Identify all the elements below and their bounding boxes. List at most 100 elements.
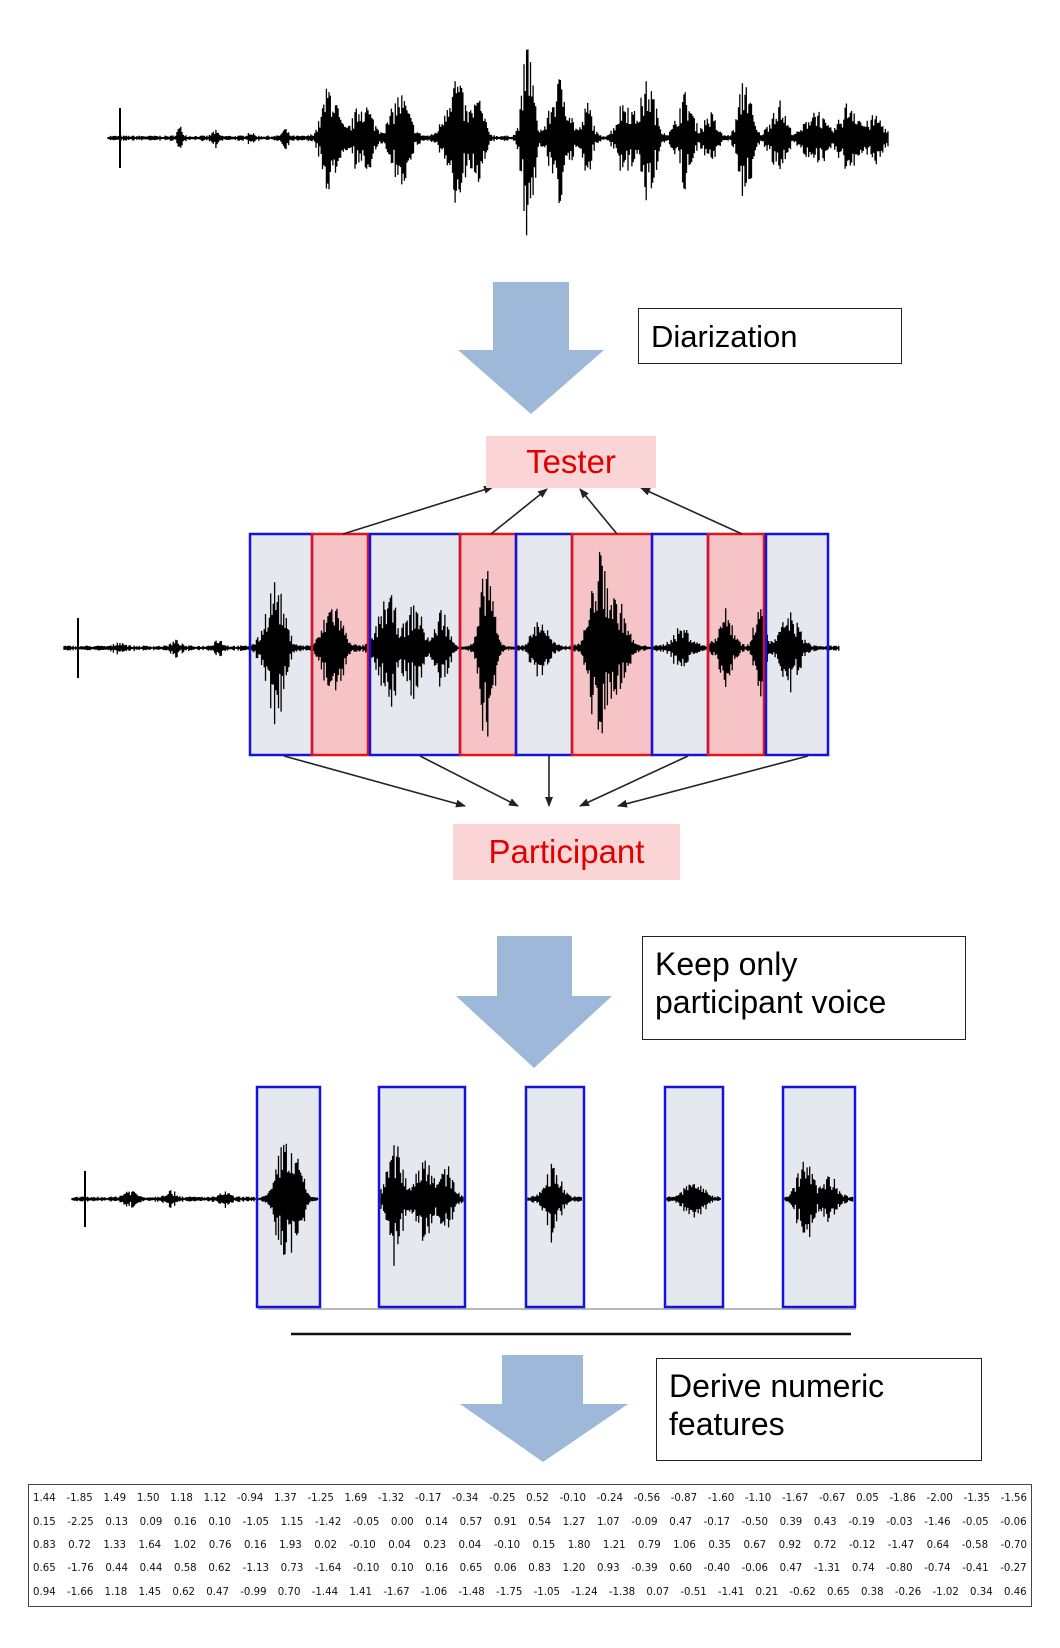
feature-value: 0.83	[528, 1563, 551, 1575]
diarization-label: Diarization	[638, 308, 902, 364]
feature-value: 1.93	[279, 1539, 302, 1551]
feature-value: -0.05	[962, 1516, 989, 1528]
feature-value: 1.49	[103, 1493, 127, 1505]
feature-value: 1.15	[280, 1516, 304, 1528]
participant-segment-border	[663, 1085, 725, 1309]
keep-participant-label: Keep only participant voice	[642, 936, 966, 1040]
participant-segment-borders	[255, 1085, 857, 1309]
feature-value: 0.54	[528, 1516, 551, 1528]
feature-value: -0.10	[559, 1493, 586, 1505]
feature-value: 0.58	[173, 1563, 197, 1575]
feature-value: -1.64	[314, 1563, 342, 1575]
feature-value: 0.04	[458, 1539, 482, 1551]
feature-value: -0.17	[414, 1493, 442, 1505]
feature-value: 0.65	[827, 1586, 850, 1598]
feature-value: 0.60	[669, 1563, 692, 1575]
feature-value: 0.15	[532, 1539, 556, 1551]
feature-value: -1.67	[383, 1586, 410, 1598]
feature-value: 0.79	[638, 1539, 661, 1551]
feature-value: 0.05	[856, 1493, 879, 1505]
feature-value: 1.18	[104, 1586, 128, 1598]
derive-line-2: features	[669, 1406, 785, 1443]
feature-value: -0.19	[848, 1516, 875, 1528]
feature-value: -1.66	[66, 1586, 94, 1598]
tester-segment-border	[706, 532, 766, 757]
feature-value: -1.48	[458, 1586, 485, 1598]
feature-value: 1.33	[103, 1539, 126, 1551]
feature-value: 0.62	[208, 1563, 231, 1575]
raw-audio-waveform	[107, 49, 889, 236]
feature-value: -1.02	[932, 1586, 959, 1598]
feature-value: 0.39	[779, 1516, 803, 1528]
feature-value: 0.10	[390, 1563, 414, 1575]
feature-value: -1.56	[1000, 1493, 1027, 1505]
feature-value: -0.67	[819, 1493, 846, 1505]
feature-value: -0.17	[703, 1516, 730, 1528]
feature-value: -0.87	[670, 1493, 698, 1505]
feature-value: -1.42	[314, 1516, 342, 1528]
participant-audio-waveform	[71, 1143, 854, 1266]
participant-arrows	[283, 755, 809, 808]
feature-value: -1.47	[887, 1539, 915, 1551]
feature-value: 1.20	[562, 1563, 586, 1575]
waveform-trace	[258, 1143, 319, 1255]
feature-value: 0.14	[425, 1516, 448, 1528]
feature-value: 0.44	[139, 1563, 163, 1575]
feature-value: -1.05	[242, 1516, 269, 1528]
feature-value: -1.06	[420, 1586, 448, 1598]
participant-segment-border	[377, 1085, 467, 1309]
feature-value: 0.13	[105, 1516, 129, 1528]
feature-value: -1.46	[924, 1516, 951, 1528]
waveform-trace	[107, 49, 889, 236]
feature-value: 1.50	[136, 1493, 160, 1505]
feature-value: -1.05	[533, 1586, 560, 1598]
feature-value: 1.06	[673, 1539, 696, 1551]
feature-value: 0.76	[208, 1539, 232, 1551]
feature-value: -2.25	[67, 1516, 94, 1528]
feature-value: 1.18	[170, 1493, 193, 1505]
feature-value: -1.67	[781, 1493, 809, 1505]
feature-value: -0.56	[633, 1493, 661, 1505]
feature-value: 0.04	[388, 1539, 411, 1551]
feature-value: -1.38	[608, 1586, 636, 1598]
down-arrow-icon	[460, 1355, 628, 1462]
feature-value: -1.85	[66, 1493, 93, 1505]
feature-value: 0.44	[105, 1563, 129, 1575]
feature-value: 0.73	[280, 1563, 304, 1575]
feature-value: -0.10	[349, 1539, 376, 1551]
feature-value: 0.94	[33, 1586, 56, 1598]
tester-text: Tester	[526, 443, 616, 480]
waveform-trace	[527, 1163, 582, 1243]
feature-value: -1.75	[496, 1586, 523, 1598]
feature-value: -0.25	[489, 1493, 516, 1505]
participant-segment-border	[524, 1085, 586, 1309]
down-arrow-icon	[458, 282, 604, 414]
feature-value: -0.10	[493, 1539, 521, 1551]
waveform-trace	[666, 1184, 721, 1218]
feature-value: 0.07	[646, 1586, 670, 1598]
feature-value: 0.93	[596, 1563, 620, 1575]
feature-value: 0.65	[459, 1563, 483, 1575]
feature-value: -0.58	[961, 1539, 989, 1551]
feature-value: 0.34	[970, 1586, 993, 1598]
feature-value: 0.64	[926, 1539, 950, 1551]
feature-value: -1.13	[242, 1563, 269, 1575]
waveform-trace	[380, 1145, 464, 1266]
feature-value: 0.92	[778, 1539, 802, 1551]
feature-value: -0.09	[631, 1516, 658, 1528]
feature-value: 1.02	[173, 1539, 197, 1551]
feature-value: -1.35	[963, 1493, 990, 1505]
feature-value: 0.35	[708, 1539, 731, 1551]
feature-value: -1.31	[813, 1563, 841, 1575]
feature-value: -1.24	[571, 1586, 598, 1598]
feature-value: 0.06	[493, 1563, 517, 1575]
feature-value: -0.94	[237, 1493, 264, 1505]
feature-value: 0.52	[526, 1493, 549, 1505]
feature-value: -1.44	[311, 1586, 339, 1598]
diarization-text: Diarization	[651, 319, 798, 354]
feature-value: -1.32	[377, 1493, 405, 1505]
feature-value: 0.72	[813, 1539, 837, 1551]
